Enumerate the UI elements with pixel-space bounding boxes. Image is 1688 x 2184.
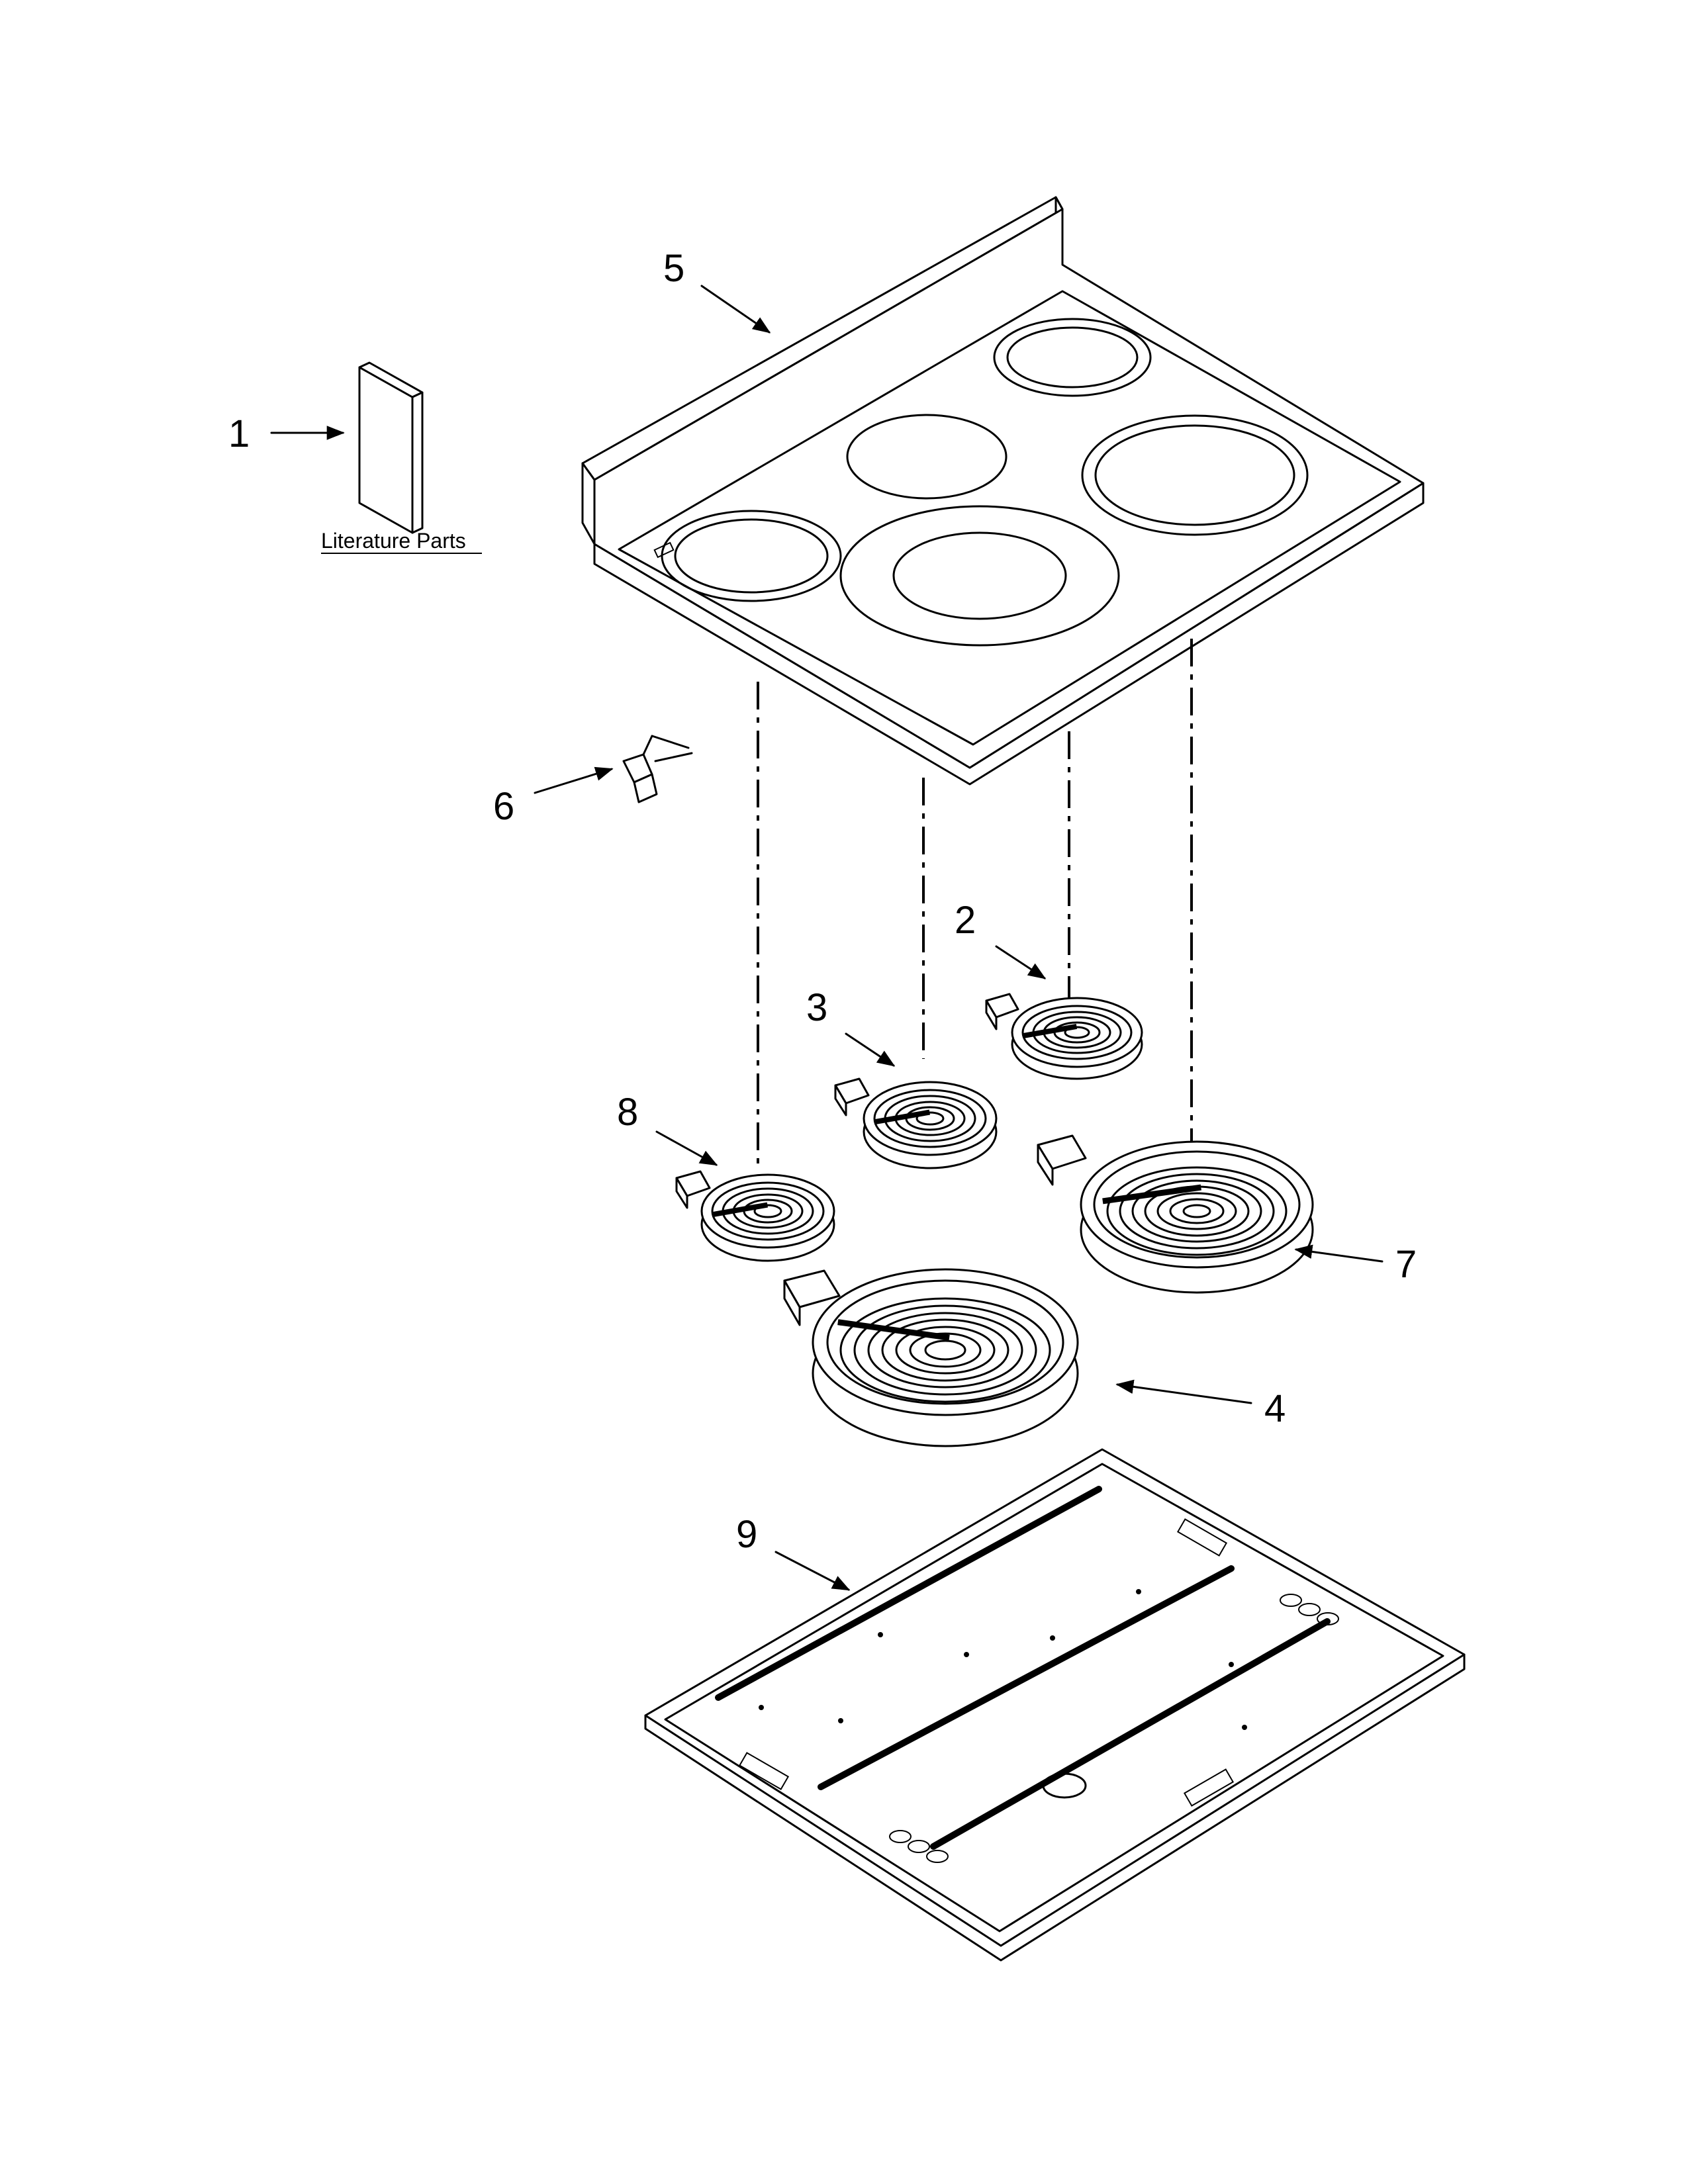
callout-9: 9 [736,1513,757,1556]
callout-6: 6 [493,785,514,828]
bottom-burner-box [644,1448,1466,1962]
cooktop-main-top [581,196,1425,786]
callout-5-arrow [700,285,771,334]
callout-8: 8 [617,1091,638,1134]
element-large-right-front [1037,1134,1314,1294]
alignment-lines [757,639,1193,1188]
callout-2-arrow [995,945,1047,979]
callout-9-arrow [774,1551,851,1591]
callout-7: 7 [1395,1243,1417,1286]
callout-3-arrow [845,1032,896,1067]
burner-ring-center-rear [846,414,1008,500]
callout-4: 4 [1264,1387,1286,1430]
burner-ring-center-front [839,505,1120,647]
logo-badge [653,541,675,559]
literature-parts-label: Literature Parts [321,529,466,553]
callout-2: 2 [955,899,976,942]
callout-8-arrow [655,1130,718,1166]
callout-1: 1 [228,412,250,455]
callout-4-arrow [1115,1379,1252,1404]
callout-6-arrow [534,766,614,794]
element-small-right-rear [985,993,1143,1080]
burner-ring-right-front [1081,414,1309,536]
element-small-left-front [675,1170,835,1262]
literature-parts-book [358,361,424,534]
element-small-center-rear [834,1077,998,1169]
burner-ring-right-rear [993,318,1152,397]
element-large-center-front [783,1268,1079,1447]
clip-part [622,735,693,803]
callout-3: 3 [806,986,827,1029]
callout-7-arrow [1294,1244,1383,1263]
callout-5: 5 [663,247,684,290]
